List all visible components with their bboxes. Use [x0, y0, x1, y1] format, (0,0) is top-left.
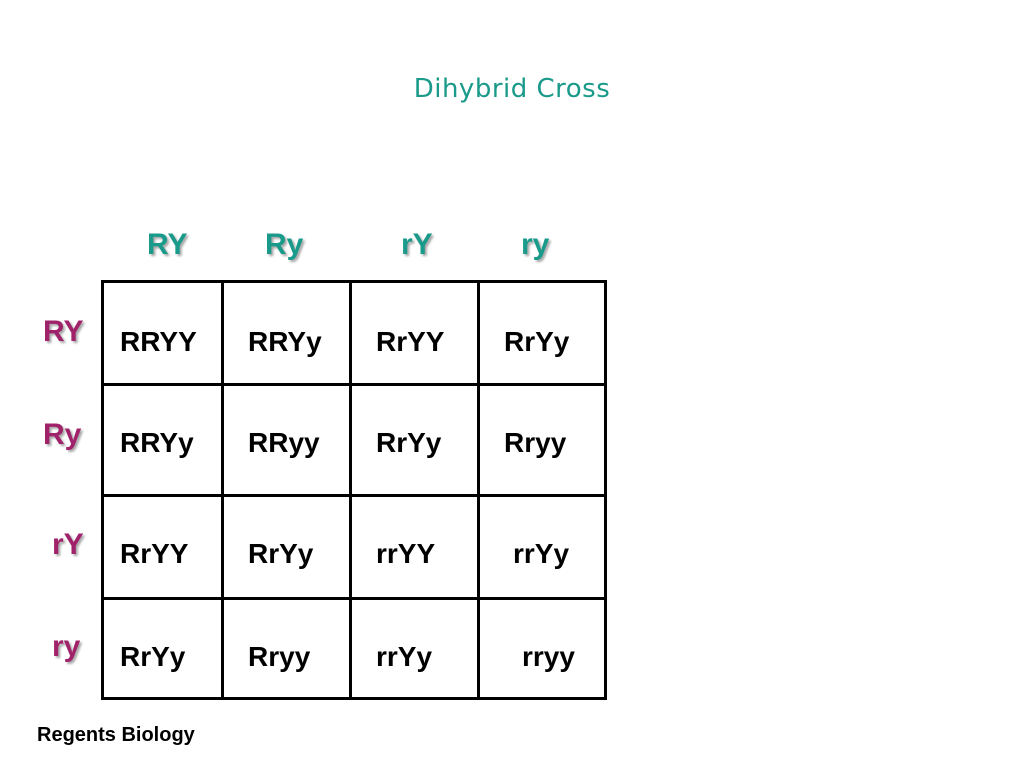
genotype-cell: RrYy: [120, 641, 186, 672]
genotype-cell: RrYy: [248, 538, 314, 569]
genotype-cell: RrYy: [376, 427, 442, 458]
genotype-cell: RRYY: [120, 326, 197, 357]
grid-divider: [477, 283, 480, 697]
genotype-cell: RrYY: [120, 538, 189, 569]
column-gamete-rY: rY: [401, 228, 433, 261]
row-gamete-Ry: Ry: [43, 418, 82, 451]
genotype-cell: RRyy: [248, 427, 320, 458]
column-gamete-RY: RY: [147, 228, 188, 261]
column-gamete-ry: ry: [521, 228, 550, 261]
slide-title: Dihybrid Cross: [413, 74, 611, 104]
genotype-cell: rryy: [522, 641, 575, 672]
grid-divider: [104, 494, 604, 497]
grid-divider: [104, 597, 604, 600]
genotype-cell: RrYY: [376, 326, 445, 357]
row-gamete-rY: rY: [52, 528, 84, 561]
footer-label: Regents Biology: [37, 724, 195, 746]
grid-divider: [221, 283, 224, 697]
punnett-square: RRYY RRYy RrYY RrYy RRYy RRyy RrYy Rryy …: [101, 280, 607, 700]
row-gamete-ry: ry: [52, 630, 81, 663]
genotype-cell: Rryy: [504, 427, 567, 458]
genotype-cell: rrYY: [376, 538, 436, 569]
genotype-cell: RrYy: [504, 326, 570, 357]
genotype-cell: RRYy: [120, 427, 194, 458]
grid-divider: [349, 283, 352, 697]
genotype-cell: RRYy: [248, 326, 322, 357]
column-gamete-Ry: Ry: [265, 228, 304, 261]
genotype-cell: rrYy: [513, 538, 570, 569]
genotype-cell: rrYy: [376, 641, 433, 672]
row-gamete-RY: RY: [43, 315, 84, 348]
genotype-cell: Rryy: [248, 641, 311, 672]
grid-divider: [104, 383, 604, 386]
